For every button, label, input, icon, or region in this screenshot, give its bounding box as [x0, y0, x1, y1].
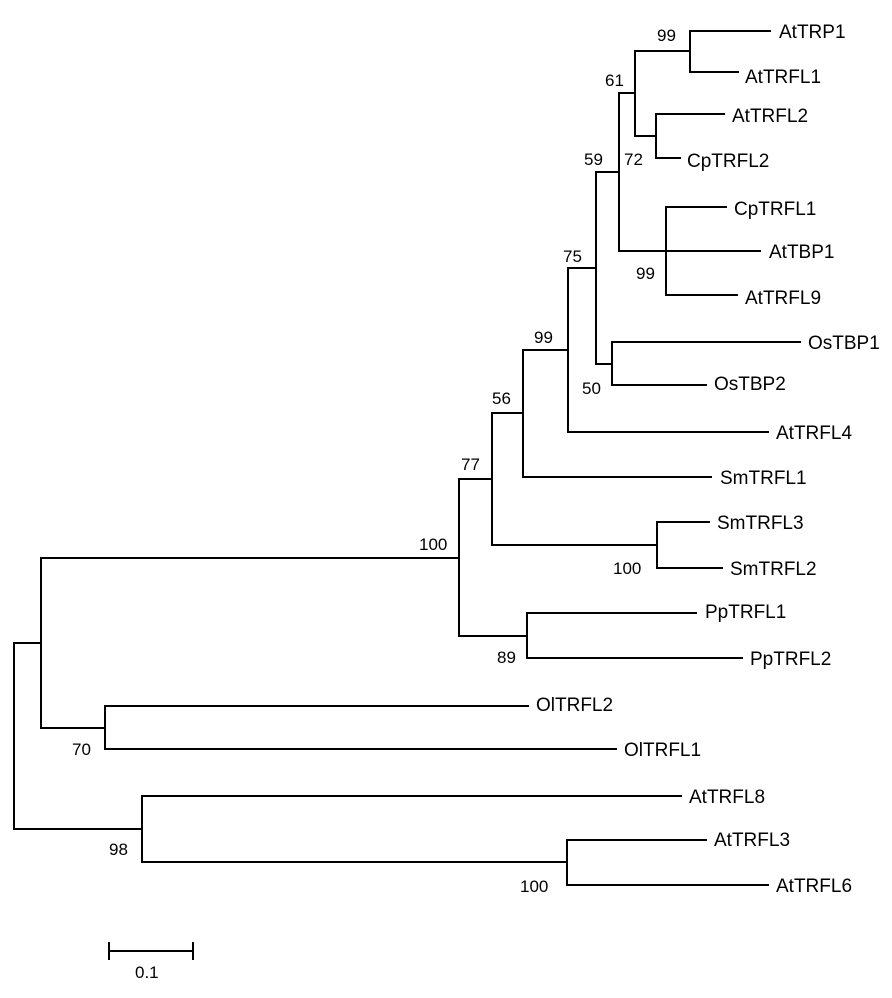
taxon-label: AtTRFL6 [776, 876, 852, 897]
support-value: 70 [72, 740, 91, 759]
support-value: 100 [419, 535, 447, 554]
taxon-labels: AtTRP1 AtTRFL1 AtTRFL2 CpTRFL2 CpTRFL1 A… [536, 22, 880, 897]
taxon-label: SmTRFL2 [730, 559, 817, 580]
taxon-label: AtTRFL3 [714, 830, 790, 851]
support-value: 89 [497, 648, 516, 667]
support-value: 77 [461, 455, 480, 474]
support-value: 75 [563, 247, 582, 266]
support-value: 98 [109, 840, 128, 859]
taxon-label: AtTRFL2 [732, 106, 808, 127]
taxon-label: AtTRFL9 [745, 288, 821, 309]
support-value: 99 [534, 328, 553, 347]
support-values: 99 61 72 59 99 75 50 99 56 77 100 100 89… [72, 26, 676, 896]
taxon-label: PpTRFL1 [705, 602, 786, 623]
support-value: 59 [584, 150, 603, 169]
support-value: 56 [492, 389, 511, 408]
taxon-label: CpTRFL2 [687, 151, 769, 172]
taxon-label: AtTRFL4 [776, 423, 852, 444]
support-value: 100 [520, 877, 548, 896]
taxon-label: AtTRFL1 [745, 67, 821, 88]
scale-bar-label: 0.1 [135, 963, 159, 982]
taxon-label: OlTRFL2 [536, 695, 613, 716]
taxon-label: PpTRFL2 [750, 649, 831, 670]
taxon-label: SmTRFL3 [717, 513, 804, 534]
taxon-label: AtTRFL8 [689, 787, 765, 808]
support-value: 61 [605, 71, 624, 90]
support-value: 100 [613, 559, 641, 578]
tree-branches [13, 30, 801, 886]
taxon-label: AtTBP1 [769, 242, 834, 263]
scale-bar: 0.1 [108, 942, 194, 982]
support-value: 50 [582, 379, 601, 398]
support-value: 72 [624, 150, 643, 169]
taxon-label: OsTBP1 [808, 333, 880, 354]
support-value: 99 [657, 26, 676, 45]
taxon-label: OlTRFL1 [624, 740, 701, 761]
taxon-label: OsTBP2 [714, 374, 786, 395]
taxon-label: AtTRP1 [779, 22, 846, 43]
taxon-label: SmTRFL1 [720, 468, 807, 489]
taxon-label: CpTRFL1 [734, 199, 816, 220]
support-value: 99 [636, 264, 655, 283]
